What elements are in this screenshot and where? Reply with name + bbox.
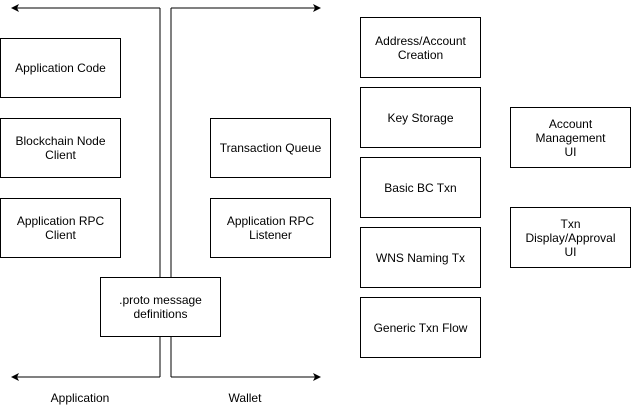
generic-txn-flow-box: Generic Txn Flow bbox=[360, 297, 481, 358]
wallet-label: Wallet bbox=[228, 391, 262, 405]
application-code-box: Application Code bbox=[0, 38, 121, 98]
proto-definitions-box: .proto message definitions bbox=[100, 277, 221, 337]
blockchain-node-client-box: Blockchain Node Client bbox=[0, 118, 121, 178]
wns-naming-tx-box: WNS Naming Tx bbox=[360, 227, 481, 288]
txn-display-approval-ui-box: Txn Display/Approval UI bbox=[510, 207, 631, 268]
account-management-ui-box: Account Management UI bbox=[510, 107, 631, 168]
application-rpc-listener-box: Application RPC Listener bbox=[210, 198, 331, 258]
application-rpc-client-box: Application RPC Client bbox=[0, 198, 121, 258]
key-storage-box: Key Storage bbox=[360, 87, 481, 148]
transaction-queue-box: Transaction Queue bbox=[210, 118, 331, 178]
application-label: Application bbox=[50, 391, 110, 405]
basic-bc-txn-box: Basic BC Txn bbox=[360, 157, 481, 218]
address-account-creation-box: Address/Account Creation bbox=[360, 17, 481, 78]
